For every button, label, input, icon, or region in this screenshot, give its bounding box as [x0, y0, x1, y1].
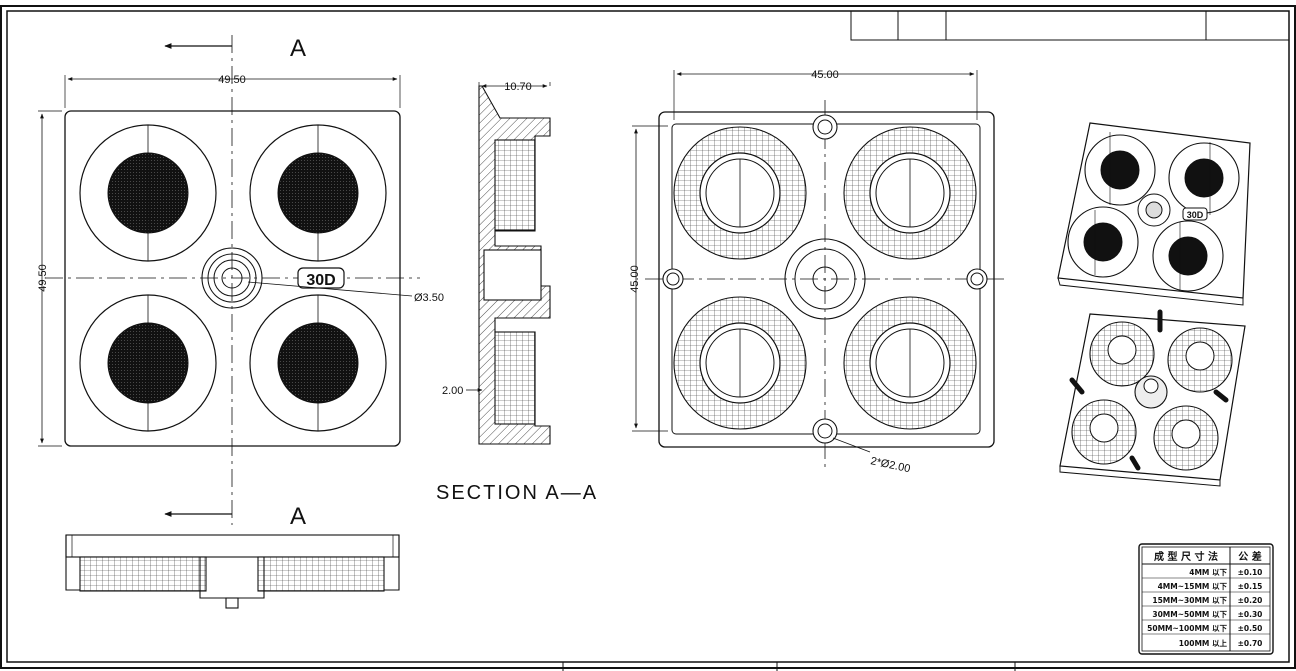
tolerance-header-left: 成 型 尺 寸 法 — [1154, 550, 1218, 563]
section-marker-bottom: A — [290, 503, 306, 530]
section-a-a — [466, 82, 551, 445]
tolerance-range-6: 100MM 以上 — [1179, 638, 1228, 648]
tolerance-header-right: 公 差 — [1238, 550, 1261, 563]
isometric-bottom-view — [1059, 309, 1246, 487]
section-wall-dimension: 2.00 — [442, 385, 463, 397]
front-view — [38, 35, 420, 525]
back-view — [632, 70, 1005, 470]
front-width-dimension: 49.50 — [218, 74, 246, 86]
isometric-top-view — [1057, 122, 1251, 306]
lens-top-left — [79, 124, 217, 262]
tolerance-value-4: ±0.30 — [1238, 610, 1263, 619]
back-height-dimension: 45.00 — [629, 265, 641, 293]
front-angle-badge: 30D — [306, 272, 335, 289]
tolerance-range-5: 50MM~100MM 以下 — [1147, 624, 1227, 633]
center-hole-dimension: Ø3.50 — [414, 292, 444, 304]
reflector-bottom-left — [673, 296, 807, 430]
tolerance-value-3: ±0.20 — [1238, 596, 1263, 605]
reflector-top-left — [673, 126, 807, 260]
front-height-dimension: 49.50 — [37, 264, 49, 292]
sheet-frame — [0, 5, 1296, 671]
iso-angle-badge: 30D — [1187, 210, 1204, 220]
tolerance-range-1: 4MM 以下 — [1189, 568, 1227, 577]
tolerance-value-1: ±0.10 — [1238, 568, 1263, 577]
lens-bottom-left — [79, 294, 217, 432]
section-marker-top: A — [290, 35, 306, 62]
section-title: SECTION A—A — [436, 482, 598, 504]
reflector-bottom-right — [843, 296, 977, 430]
side-view — [65, 534, 400, 609]
tolerance-table — [1138, 543, 1274, 655]
tolerance-value-6: ±0.70 — [1238, 639, 1263, 648]
tolerance-range-3: 15MM~30MM 以下 — [1152, 596, 1227, 605]
tolerance-range-4: 30MM~50MM 以下 — [1152, 610, 1227, 619]
reflector-top-right — [843, 126, 977, 260]
tolerance-value-5: ±0.50 — [1238, 624, 1263, 633]
back-width-dimension: 45.00 — [811, 69, 839, 81]
pin-dimension: 2*Ø2.00 — [869, 455, 911, 475]
tolerance-range-2: 4MM~15MM 以下 — [1158, 582, 1228, 591]
section-thickness-dimension: 10.70 — [504, 81, 532, 93]
lens-bottom-right — [249, 294, 387, 432]
lens-top-right — [249, 124, 387, 262]
tolerance-value-2: ±0.15 — [1238, 582, 1263, 591]
